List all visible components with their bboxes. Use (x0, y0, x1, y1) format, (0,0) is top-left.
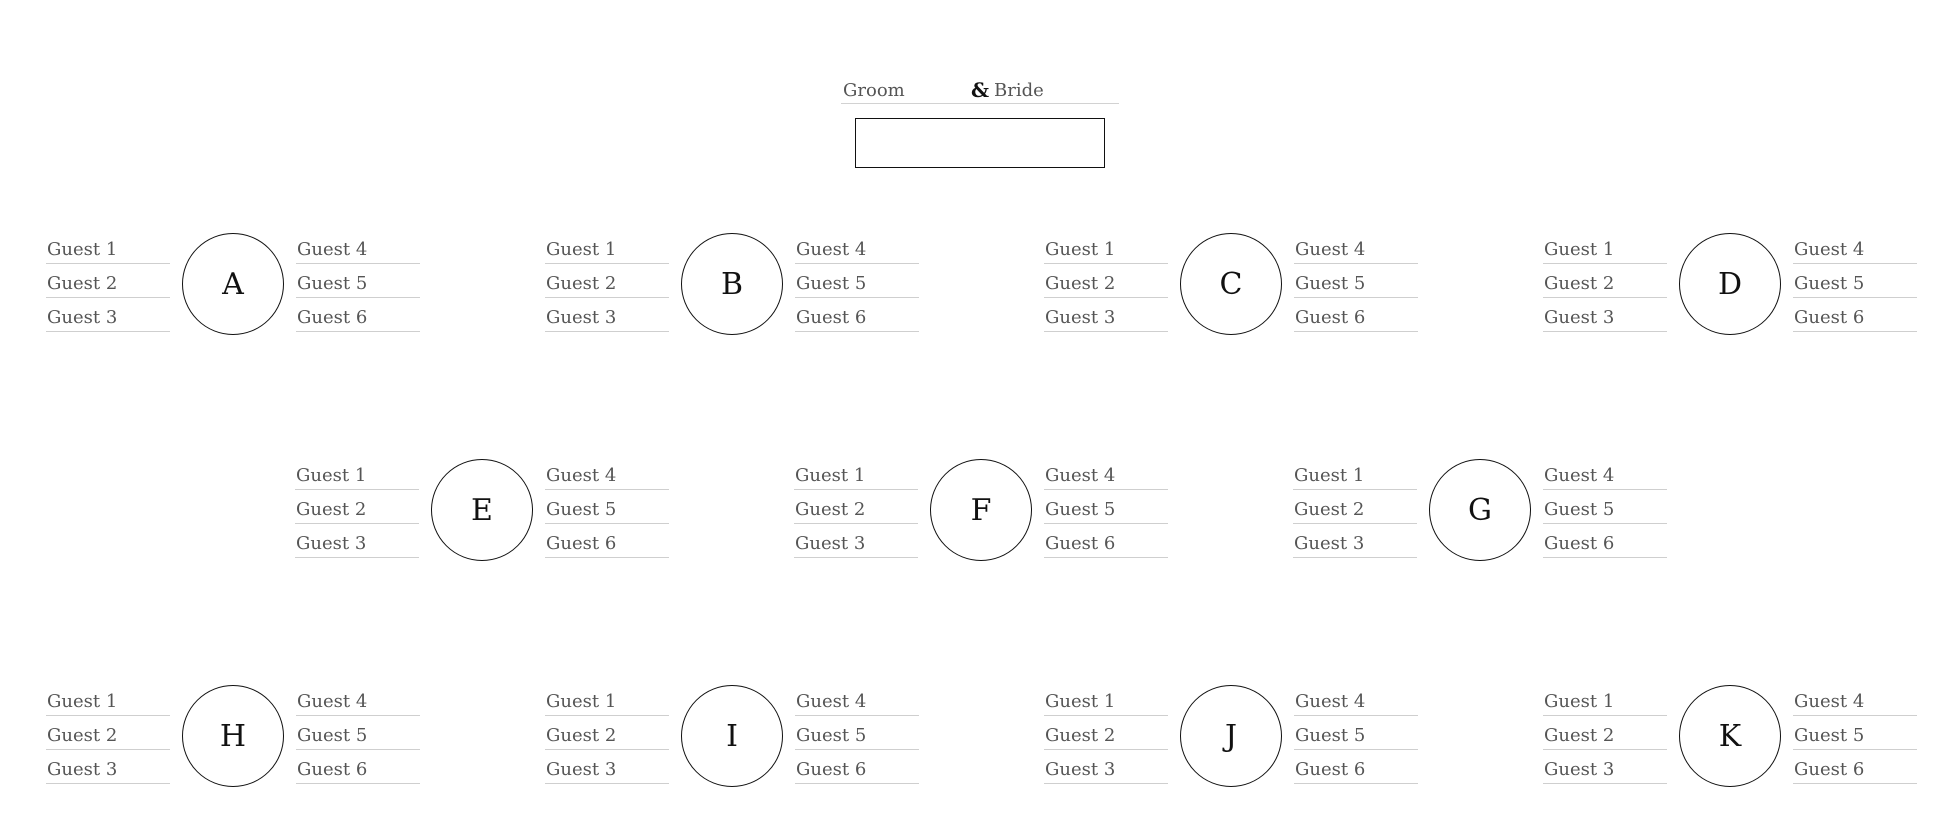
guest-seat[interactable]: Guest 5 (795, 724, 919, 750)
table-circle-g: G (1429, 459, 1531, 561)
guest-seat[interactable]: Guest 6 (1793, 758, 1917, 784)
table-circle-c: C (1180, 233, 1282, 335)
guest-seat[interactable]: Guest 5 (1294, 272, 1418, 298)
guest-seat[interactable]: Guest 5 (296, 272, 420, 298)
table-circle-j: J (1180, 685, 1282, 787)
guest-seat[interactable]: Guest 4 (296, 238, 420, 264)
guest-seat[interactable]: Guest 5 (1294, 724, 1418, 750)
guest-seat[interactable]: Guest 5 (1543, 498, 1667, 524)
guest-seat[interactable]: Guest 1 (1543, 690, 1667, 716)
guest-seat[interactable]: Guest 1 (1293, 464, 1417, 490)
guest-seat[interactable]: Guest 6 (545, 532, 669, 558)
guest-seat[interactable]: Guest 2 (46, 724, 170, 750)
guest-seat[interactable]: Guest 2 (545, 272, 669, 298)
guest-seat[interactable]: Guest 1 (1044, 238, 1168, 264)
guest-seat[interactable]: Guest 6 (296, 758, 420, 784)
guest-seat[interactable]: Guest 2 (1044, 724, 1168, 750)
guest-seat[interactable]: Guest 4 (1044, 464, 1168, 490)
guest-seat[interactable]: Guest 3 (1044, 758, 1168, 784)
table-circle-f: F (930, 459, 1032, 561)
guest-seat[interactable]: Guest 1 (1044, 690, 1168, 716)
groom-label[interactable]: Groom (843, 80, 905, 101)
ampersand: & (971, 78, 990, 102)
table-group-d: Guest 1 Guest 2 Guest 3 D Guest 4 Guest … (1543, 230, 1923, 340)
guest-seat[interactable]: Guest 6 (1543, 532, 1667, 558)
table-circle-h: H (182, 685, 284, 787)
guest-seat[interactable]: Guest 3 (794, 532, 918, 558)
guest-seat[interactable]: Guest 4 (1793, 238, 1917, 264)
head-table-names: Groom & Bride (841, 78, 1119, 104)
table-group-k: Guest 1 Guest 2 Guest 3 K Guest 4 Guest … (1543, 682, 1923, 792)
guest-seat[interactable]: Guest 2 (1543, 724, 1667, 750)
guest-seat[interactable]: Guest 3 (1293, 532, 1417, 558)
guest-seat[interactable]: Guest 3 (295, 532, 419, 558)
guest-seat[interactable]: Guest 4 (1793, 690, 1917, 716)
table-circle-i: I (681, 685, 783, 787)
guest-seat[interactable]: Guest 4 (545, 464, 669, 490)
table-group-h: Guest 1 Guest 2 Guest 3 H Guest 4 Guest … (46, 682, 426, 792)
table-circle-k: K (1679, 685, 1781, 787)
guest-seat[interactable]: Guest 4 (1543, 464, 1667, 490)
guest-seat[interactable]: Guest 5 (795, 272, 919, 298)
table-group-g: Guest 1 Guest 2 Guest 3 G Guest 4 Guest … (1293, 456, 1673, 566)
table-group-j: Guest 1 Guest 2 Guest 3 J Guest 4 Guest … (1044, 682, 1424, 792)
table-group-e: Guest 1 Guest 2 Guest 3 E Guest 4 Guest … (295, 456, 675, 566)
table-circle-b: B (681, 233, 783, 335)
guest-seat[interactable]: Guest 6 (1294, 758, 1418, 784)
guest-seat[interactable]: Guest 4 (795, 238, 919, 264)
guest-seat[interactable]: Guest 4 (1294, 690, 1418, 716)
table-group-a: Guest 1 Guest 2 Guest 3 A Guest 4 Guest … (46, 230, 426, 340)
table-group-b: Guest 1 Guest 2 Guest 3 B Guest 4 Guest … (545, 230, 925, 340)
guest-seat[interactable]: Guest 3 (1543, 758, 1667, 784)
guest-seat[interactable]: Guest 6 (795, 758, 919, 784)
guest-seat[interactable]: Guest 3 (545, 758, 669, 784)
guest-seat[interactable]: Guest 2 (1293, 498, 1417, 524)
guest-seat[interactable]: Guest 1 (1543, 238, 1667, 264)
guest-seat[interactable]: Guest 2 (1044, 272, 1168, 298)
guest-seat[interactable]: Guest 5 (1793, 724, 1917, 750)
guest-seat[interactable]: Guest 3 (545, 306, 669, 332)
guest-seat[interactable]: Guest 6 (1044, 532, 1168, 558)
bride-label[interactable]: Bride (994, 80, 1044, 101)
head-table: Groom & Bride (0, 0, 1953, 180)
guest-seat[interactable]: Guest 5 (1044, 498, 1168, 524)
guest-seat[interactable]: Guest 6 (296, 306, 420, 332)
table-circle-d: D (1679, 233, 1781, 335)
guest-seat[interactable]: Guest 1 (545, 690, 669, 716)
guest-seat[interactable]: Guest 1 (794, 464, 918, 490)
guest-seat[interactable]: Guest 1 (545, 238, 669, 264)
guest-seat[interactable]: Guest 1 (46, 238, 170, 264)
guest-seat[interactable]: Guest 4 (1294, 238, 1418, 264)
table-group-i: Guest 1 Guest 2 Guest 3 I Guest 4 Guest … (545, 682, 925, 792)
guest-seat[interactable]: Guest 5 (545, 498, 669, 524)
guest-seat[interactable]: Guest 6 (795, 306, 919, 332)
guest-seat[interactable]: Guest 3 (46, 306, 170, 332)
guest-seat[interactable]: Guest 2 (1543, 272, 1667, 298)
guest-seat[interactable]: Guest 3 (1044, 306, 1168, 332)
guest-seat[interactable]: Guest 2 (46, 272, 170, 298)
guest-seat[interactable]: Guest 4 (296, 690, 420, 716)
head-table-shape (855, 118, 1105, 168)
guest-seat[interactable]: Guest 2 (794, 498, 918, 524)
guest-seat[interactable]: Guest 1 (295, 464, 419, 490)
guest-seat[interactable]: Guest 2 (295, 498, 419, 524)
guest-seat[interactable]: Guest 3 (1543, 306, 1667, 332)
guest-seat[interactable]: Guest 4 (795, 690, 919, 716)
guest-seat[interactable]: Guest 5 (1793, 272, 1917, 298)
guest-seat[interactable]: Guest 5 (296, 724, 420, 750)
table-group-c: Guest 1 Guest 2 Guest 3 C Guest 4 Guest … (1044, 230, 1424, 340)
guest-seat[interactable]: Guest 3 (46, 758, 170, 784)
guest-seat[interactable]: Guest 2 (545, 724, 669, 750)
table-circle-a: A (182, 233, 284, 335)
table-group-f: Guest 1 Guest 2 Guest 3 F Guest 4 Guest … (794, 456, 1174, 566)
table-circle-e: E (431, 459, 533, 561)
guest-seat[interactable]: Guest 6 (1294, 306, 1418, 332)
guest-seat[interactable]: Guest 6 (1793, 306, 1917, 332)
guest-seat[interactable]: Guest 1 (46, 690, 170, 716)
